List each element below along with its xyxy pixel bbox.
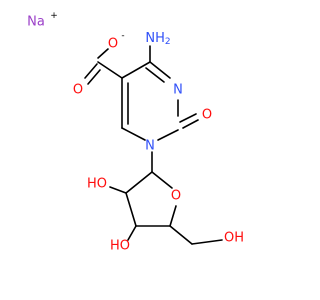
bond-c-o-single (97, 48, 109, 59)
bond-c3prime-oh (127, 225, 137, 241)
bond-c-o-double-a (84, 63, 98, 79)
bond-c4-n3-b (145, 67, 165, 83)
bond-n1-c6 (121, 127, 146, 141)
structure-diagram: Na + O - NH2 O N O N HO O HO OH (27, 11, 244, 254)
hydroxyl-2prime-label: HO (87, 177, 107, 192)
bond-c2-n1 (157, 129, 179, 141)
bond-o-c1prime (151, 171, 173, 189)
atom-labels: Na + O - NH2 O N O N HO O HO OH (27, 11, 244, 254)
ring-oxygen-2-label: O (202, 108, 212, 123)
ring-nitrogen-3-label: N (173, 83, 183, 98)
bond-c2prime-oh (109, 186, 127, 194)
ribose-ring-oxygen-label: O (171, 189, 181, 204)
bond-c2prime-c3prime (125, 192, 137, 227)
bond-c2-o-b (182, 119, 199, 129)
carboxylate-charge: - (121, 31, 124, 41)
sodium-charge: + (50, 11, 58, 21)
ring-nitrogen-1-label: N (145, 139, 155, 154)
bonds (84, 45, 223, 245)
bond-carboxyl-c5 (97, 61, 123, 79)
bond-c1prime-c2prime (125, 171, 153, 194)
hydroxyl-5prime-label: OH (224, 231, 244, 246)
bond-c2-o-a (179, 113, 197, 123)
carbonyl-oxygen-label: O (73, 83, 83, 98)
amino-group-label: NH2 (145, 31, 170, 48)
bond-c4prime-o (169, 205, 177, 227)
bond-c5prime-oh (191, 239, 223, 245)
bond-c4prime-c5prime (169, 225, 193, 245)
sodium-label: Na (27, 15, 45, 30)
bond-c4-n3-a (149, 61, 171, 79)
hydroxyl-3prime-label: HO (110, 239, 130, 254)
bond-c5-c4 (121, 61, 151, 79)
bond-c-o-double-b (87, 69, 101, 85)
carboxylate-oxygen-label: O (108, 37, 118, 52)
